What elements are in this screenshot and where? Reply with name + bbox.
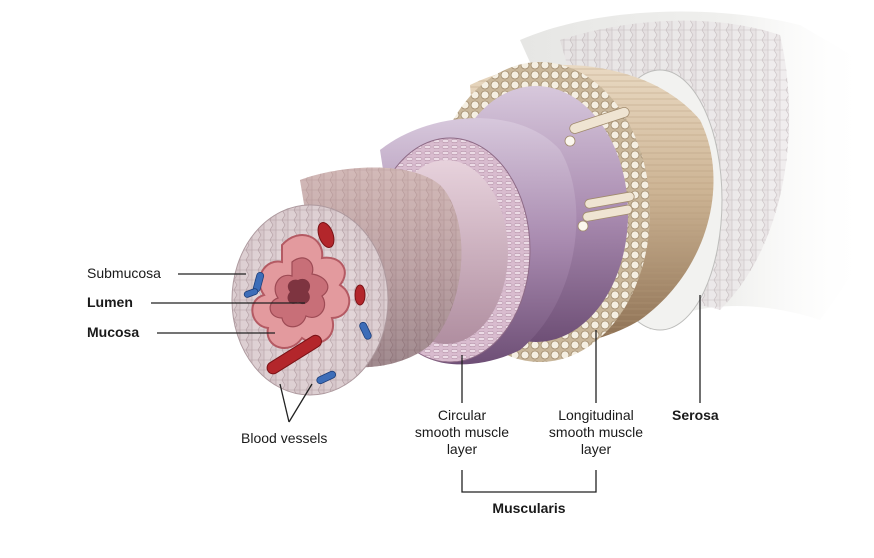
blood-vessels-leader-1 [279,383,290,423]
circular-layer-label-line-2: smooth muscle [414,424,510,440]
muscularis-label: Muscularis [492,500,566,516]
muscle-fiber-rods [564,106,635,232]
blood-vessels-leader-2 [288,383,313,423]
circular-layer-label: Circular smooth muscle layer [402,407,522,458]
blood-vessels-label: Blood vessels [241,430,328,446]
muscularis-bracket [461,470,597,493]
circular-layer-label-line-1: Circular [437,407,487,423]
cross-section-face [231,204,389,396]
serosa-label: Serosa [672,407,719,423]
mucosa-label: Mucosa [87,324,140,340]
lumen [287,278,311,305]
blood-vessels [243,222,372,385]
circular-layer-label-line-3: layer [446,441,478,457]
lumen-label: Lumen [87,294,133,310]
longitudinal-layer-label-line-2: smooth muscle [548,424,644,440]
longitudinal-layer-label: Longitudinal smooth muscle layer [536,407,656,458]
longitudinal-layer-label-line-3: layer [580,441,612,457]
submucosa-label: Submucosa [87,265,161,281]
longitudinal-layer-label-line-1: Longitudinal [558,407,634,423]
leader-lines [151,273,701,493]
